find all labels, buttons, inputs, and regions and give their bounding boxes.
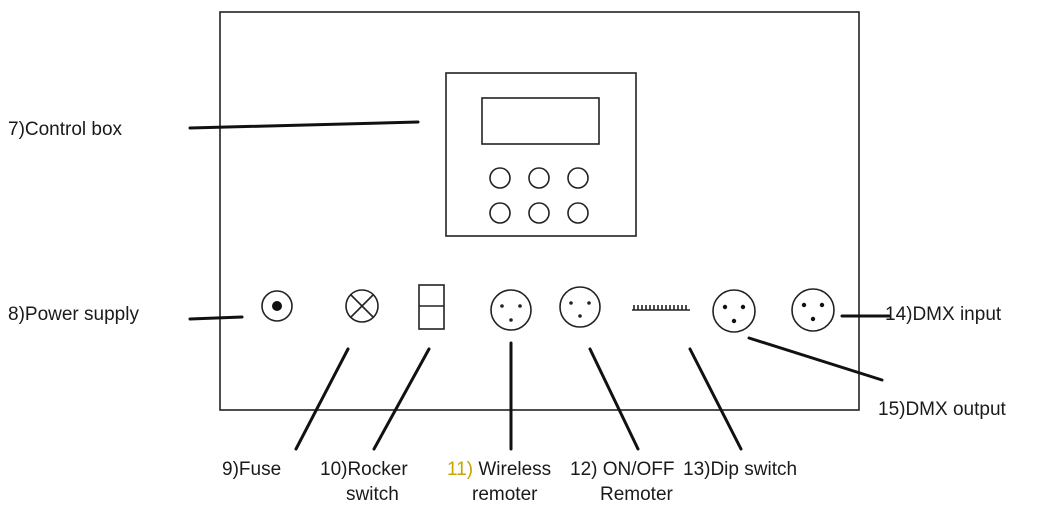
control-button-icon (567, 202, 589, 224)
label-onoff-remoter-line1: 12) ON/OFF (570, 459, 675, 480)
leader-line-control-box (188, 120, 420, 130)
rocker-switch-icon (418, 284, 445, 330)
dmx-output-connector-icon (712, 289, 756, 333)
leader-line-dmx-output (747, 336, 884, 382)
leader-line-fuse (294, 347, 350, 451)
control-box (445, 72, 637, 237)
control-button-icon (528, 167, 550, 189)
label-wireless-remoter-text: Wireless (473, 459, 551, 480)
label-wireless-remoter-line2: remoter (472, 484, 538, 505)
dip-switch-icon (632, 305, 690, 311)
label-rocker-switch-line1: 10)Rocker (320, 459, 408, 480)
label-power-supply: 8)Power supply (8, 304, 139, 325)
label-control-box: 7)Control box (8, 119, 123, 140)
label-rocker-switch-line2: switch (346, 484, 399, 505)
leader-line-dip-switch (688, 347, 743, 451)
leader-line-power-supply (188, 315, 244, 321)
wireless-remoter-connector-icon (490, 289, 532, 331)
label-wireless-remoter-number: 11) (447, 459, 473, 480)
onoff-remoter-connector-icon (559, 286, 601, 328)
control-button-icon (489, 202, 511, 224)
label-dmx-output: 15)DMX output (878, 399, 1007, 420)
control-button-icon (567, 167, 589, 189)
label-dmx-input: 14)DMX input (885, 304, 1002, 325)
label-onoff-remoter-line2: Remoter (600, 484, 674, 505)
control-box-frame (445, 72, 637, 237)
dmx-input-connector-icon (791, 288, 835, 332)
power-supply-icon (261, 290, 293, 322)
control-button-icon (489, 167, 511, 189)
control-box-display (481, 97, 600, 145)
leader-line-rocker-switch (372, 347, 431, 451)
label-wireless-remoter-line1: 11) Wireless (447, 459, 551, 480)
control-button-icon (528, 202, 550, 224)
device-panel (219, 11, 860, 411)
label-fuse: 9)Fuse (222, 459, 281, 480)
fuse-icon (345, 289, 379, 323)
leader-line-onoff-remoter (588, 347, 640, 451)
label-dip-switch: 13)Dip switch (683, 459, 797, 480)
